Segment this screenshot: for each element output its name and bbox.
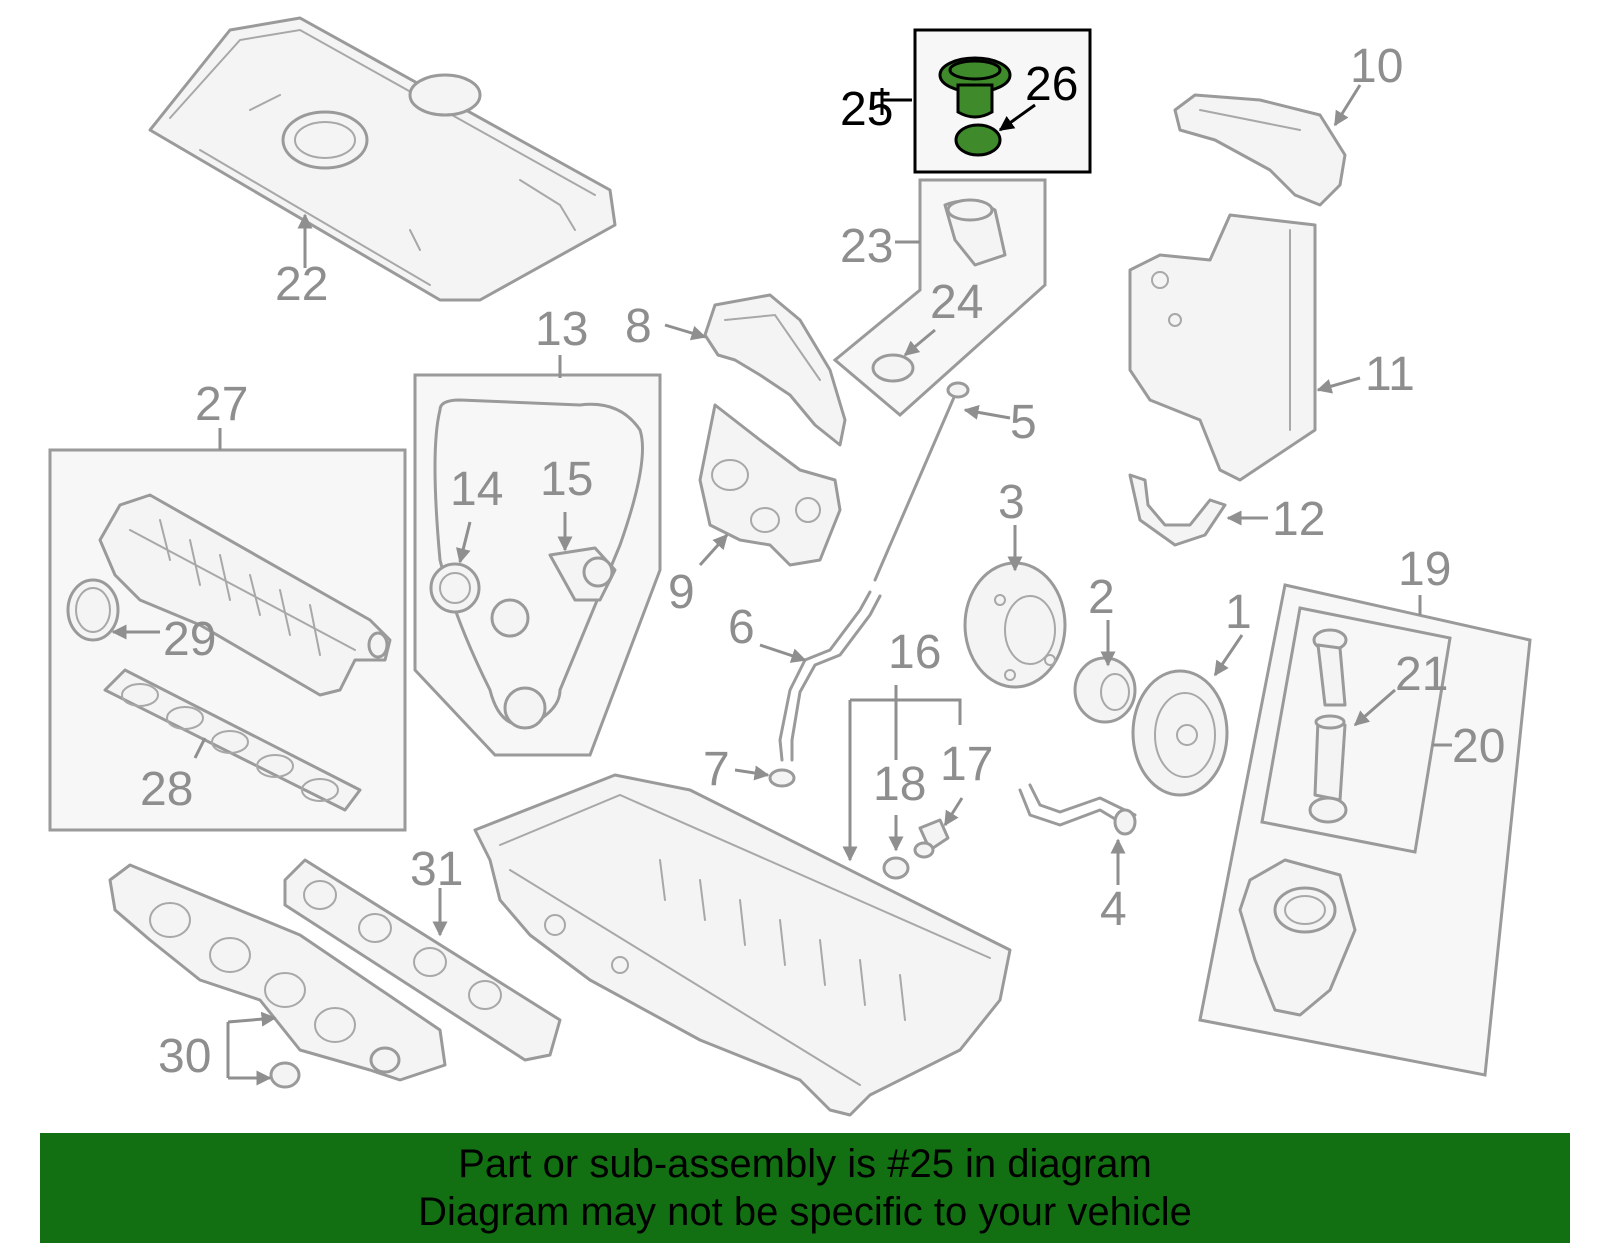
intake-manifold[interactable]	[98, 493, 392, 697]
label-5: 5	[1010, 396, 1037, 449]
label-7: 7	[703, 743, 730, 796]
filter-housing[interactable]	[1238, 858, 1357, 1017]
gasket-set-part-28[interactable]	[103, 668, 362, 812]
o-ring-part-7[interactable]	[768, 768, 796, 788]
valve-cover-part-22[interactable]	[148, 16, 617, 302]
banner-line-1: Part or sub-assembly is #25 in diagram	[458, 1142, 1152, 1186]
highlight-box-25-26	[913, 28, 1092, 174]
banner-line-2: Diagram may not be specific to your vehi…	[418, 1190, 1192, 1234]
label-2: 2	[1088, 571, 1115, 624]
exhaust-gasket-part-31[interactable]	[283, 858, 562, 1062]
idler-pulley[interactable]	[490, 598, 530, 638]
label-29: 29	[163, 613, 216, 666]
timing-plate-part-9[interactable]	[698, 403, 842, 567]
crank-pulley[interactable]	[503, 686, 547, 730]
gasket-part-24[interactable]	[871, 353, 915, 383]
label-16: 16	[888, 626, 941, 679]
label-25: 25	[840, 83, 893, 136]
label-19: 19	[1398, 543, 1451, 596]
label-10: 10	[1350, 40, 1403, 93]
label-31: 31	[410, 843, 463, 896]
oil-filter-part-21[interactable]	[1308, 714, 1348, 824]
label-9: 9	[668, 566, 695, 619]
label-21: 21	[1395, 648, 1448, 701]
pulley-part-14[interactable]	[429, 562, 481, 614]
label-30: 30	[158, 1030, 211, 1083]
oil-pump-gear-part-2[interactable]	[1073, 656, 1137, 724]
label-28: 28	[140, 763, 193, 816]
label-11: 11	[1365, 348, 1415, 401]
label-27: 27	[195, 378, 248, 431]
box-20	[1260, 606, 1452, 854]
timing-cover-upper-part-10[interactable]	[1173, 93, 1347, 207]
label-26: 26	[1025, 58, 1078, 111]
seal-part-26[interactable]	[954, 123, 1002, 157]
label-23: 23	[840, 220, 893, 273]
stud-part-30b[interactable]	[269, 1061, 301, 1089]
plug-part-17[interactable]	[913, 818, 950, 859]
info-banner: Part or sub-assembly is #25 in diagram D…	[40, 1133, 1570, 1243]
label-15: 15	[540, 453, 593, 506]
label-17: 17	[940, 738, 993, 791]
label-14: 14	[450, 463, 503, 516]
exhaust-manifold-part-30[interactable]	[108, 863, 447, 1082]
label-13: 13	[535, 303, 588, 356]
timing-cover-rear-part-11[interactable]	[1128, 213, 1317, 482]
crankshaft-pulley-part-1[interactable]	[1131, 669, 1229, 797]
label-24: 24	[930, 276, 983, 329]
filter-cap[interactable]	[1312, 628, 1348, 707]
label-22: 22	[275, 258, 328, 311]
seal-segment-part-12[interactable]	[1128, 473, 1227, 547]
housing-part-23[interactable]	[943, 198, 1007, 267]
label-12: 12	[1272, 493, 1325, 546]
label-3: 3	[998, 476, 1025, 529]
label-8: 8	[625, 300, 652, 353]
pipe-part-4[interactable]	[1018, 783, 1137, 836]
washer-part-18[interactable]	[882, 856, 910, 880]
dipstick-tube-part-6[interactable]	[778, 590, 882, 762]
tensioner-part-15[interactable]	[548, 546, 617, 602]
dipstick-part-5[interactable]	[873, 381, 970, 582]
timing-cover-part-8[interactable]	[703, 293, 847, 447]
label-20: 20	[1452, 720, 1505, 773]
oil-filler-cap-part-25[interactable]	[938, 56, 1012, 119]
oil-pump-cover-part-3[interactable]	[963, 561, 1067, 689]
label-4: 4	[1100, 883, 1127, 936]
oil-pan[interactable]	[473, 773, 1012, 1117]
gasket-part-29[interactable]	[66, 578, 120, 642]
label-18: 18	[873, 758, 926, 811]
label-6: 6	[728, 601, 755, 654]
label-1: 1	[1225, 586, 1252, 639]
